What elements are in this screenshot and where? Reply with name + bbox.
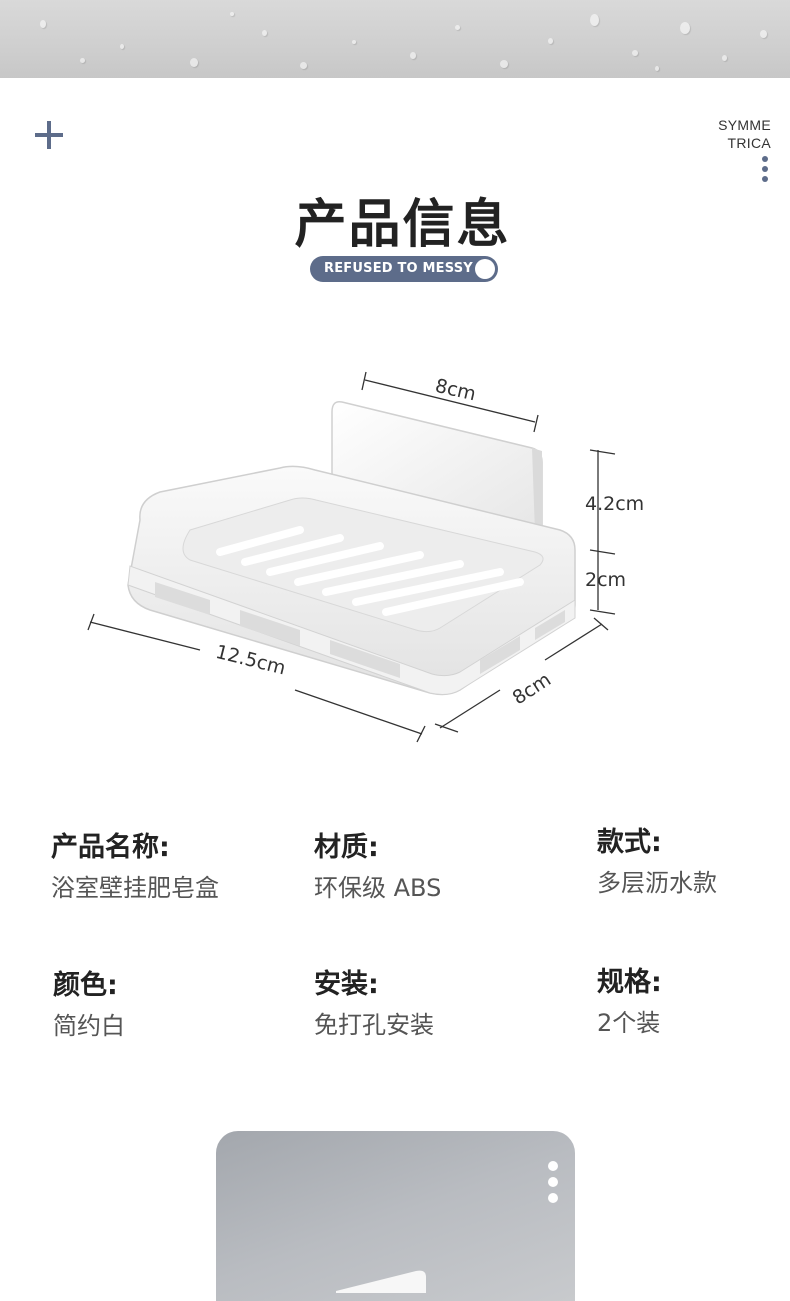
spec-label: 产品名称: bbox=[51, 832, 170, 863]
spec-label: 安装: bbox=[314, 969, 379, 1000]
spec-material: 材质: 环保级 ABS bbox=[314, 831, 441, 903]
dim-back-height: 4.2cm bbox=[585, 493, 644, 515]
dim-top-width: 8cm bbox=[433, 375, 478, 406]
spec-size: 规格: 2个装 bbox=[597, 966, 662, 1038]
tagline-text: REFUSED TO MESSY bbox=[324, 261, 473, 276]
spec-style: 款式: 多层沥水款 bbox=[597, 826, 717, 898]
dim-depth: 8cm bbox=[509, 669, 555, 710]
spec-installation: 安装: 免打孔安装 bbox=[314, 968, 434, 1040]
spec-label: 材质: bbox=[314, 832, 379, 863]
spec-value: 2个装 bbox=[597, 1009, 661, 1037]
page-title: 产品信息 bbox=[294, 195, 511, 255]
soap-tray bbox=[127, 465, 576, 696]
vertical-dots-icon bbox=[762, 156, 768, 182]
toggle-knob-icon bbox=[475, 259, 495, 279]
spec-value: 免打孔安装 bbox=[314, 1011, 434, 1039]
spec-color: 颜色: 简约白 bbox=[53, 969, 125, 1041]
dimension-lines bbox=[87, 371, 616, 743]
brand-line-1: SYMME bbox=[718, 117, 771, 133]
plus-icon bbox=[35, 121, 63, 149]
spec-label: 颜色: bbox=[53, 970, 118, 1001]
spec-value: 环保级 ABS bbox=[314, 874, 442, 902]
product-dimension-figure: 8cm 4.2cm 2cm 12.5cm 8cm bbox=[87, 371, 644, 743]
brand-line-2: TRICA bbox=[727, 135, 771, 151]
spec-label: 款式: bbox=[597, 827, 662, 858]
tagline-pill: REFUSED TO MESSY bbox=[310, 256, 498, 282]
spec-value: 多层沥水款 bbox=[597, 869, 717, 897]
spec-value: 简约白 bbox=[53, 1012, 125, 1040]
spec-product-name: 产品名称: 浴室壁挂肥皂盒 bbox=[51, 831, 219, 903]
product-photo-card bbox=[216, 1131, 575, 1301]
dim-tray-height: 2cm bbox=[585, 569, 626, 591]
spec-value: 浴室壁挂肥皂盒 bbox=[51, 874, 219, 902]
back-plate bbox=[331, 400, 543, 536]
vertical-dots-icon bbox=[548, 1161, 558, 1203]
soap-dish-photo bbox=[336, 1270, 426, 1293]
top-banner-photo bbox=[0, 0, 790, 78]
brand-name: SYMME TRICA bbox=[681, 116, 771, 152]
spec-label: 规格: bbox=[597, 967, 662, 998]
